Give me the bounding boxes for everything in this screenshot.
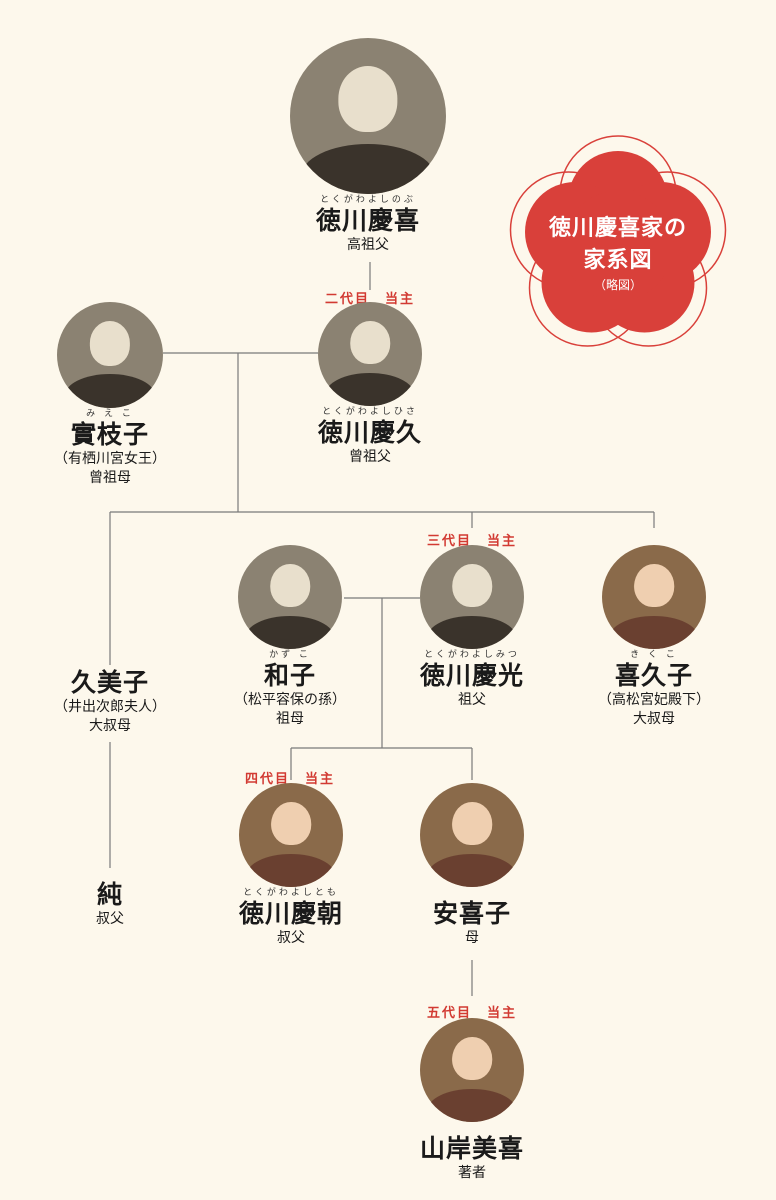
name-yoshimitsu: 徳川慶光 (419, 661, 524, 690)
person-mieko: み え こ 實枝子 （有栖川宮女王） 曾祖母 (0, 302, 220, 488)
role-yoshihisa: 曾祖父 (349, 449, 391, 465)
ruby-yoshimitsu: とくがわよしみつ (424, 650, 520, 660)
portrait-kikuko (602, 545, 706, 649)
note-kazuko: （松平容保の孫） (234, 692, 346, 708)
person-kikuko: き く こ 喜久子 （高松宮妃殿下） 大叔母 (544, 545, 764, 729)
title-badge-text: 徳川慶喜家の 家系図 （略図） (500, 212, 736, 294)
note-kikuko: （高松宮妃殿下） (598, 692, 710, 708)
title-badge (509, 135, 727, 347)
person-kazuko: かず こ 和子 （松平容保の孫） 祖母 (180, 545, 400, 729)
note-mieko: （有栖川宮女王） (54, 451, 166, 467)
person-akiko: 安喜子 母 (362, 783, 582, 948)
person-miki: 山岸美喜 著者 (362, 1018, 582, 1183)
person-yoshinobu: とくがわよしのぶ 徳川慶喜 高祖父 (258, 38, 478, 255)
role-jun: 叔父 (96, 911, 124, 927)
name-akiko: 安喜子 (432, 899, 511, 928)
portrait-akiko (420, 783, 524, 887)
portrait-yoshitomo (239, 783, 343, 887)
role-miki: 著者 (458, 1165, 486, 1181)
name-yoshitomo: 徳川慶朝 (238, 899, 343, 928)
name-yoshihisa: 徳川慶久 (317, 418, 422, 447)
person-kumiko: 久美子 （井出次郎夫人） 大叔母 (0, 668, 220, 736)
name-kikuko: 喜久子 (614, 661, 693, 690)
portrait-miki (420, 1018, 524, 1122)
badge-title-line2: 家系図 (583, 247, 653, 273)
person-yoshimitsu: とくがわよしみつ 徳川慶光 祖父 (362, 545, 582, 710)
person-yoshitomo: とくがわよしとも 徳川慶朝 叔父 (181, 783, 401, 948)
role-akiko: 母 (465, 930, 479, 946)
portrait-mieko (57, 302, 163, 408)
role-mieko: 曾祖母 (89, 470, 131, 486)
note-kumiko: （井出次郎夫人） (54, 699, 166, 715)
portrait-yoshimitsu (420, 545, 524, 649)
badge-title-line1: 徳川慶喜家の (548, 215, 687, 241)
ruby-kazuko: かず こ (269, 650, 311, 660)
ruby-yoshihisa: とくがわよしひさ (322, 407, 418, 417)
role-yoshinobu: 高祖父 (347, 237, 389, 253)
role-kazuko: 祖母 (276, 711, 304, 727)
ruby-akiko-spacer (362, 887, 582, 899)
name-yoshinobu: 徳川慶喜 (315, 206, 420, 235)
role-kumiko: 大叔母 (89, 718, 131, 734)
role-yoshimitsu: 祖父 (458, 692, 486, 708)
name-miki: 山岸美喜 (419, 1134, 524, 1163)
name-jun: 純 (96, 880, 123, 909)
name-mieko: 實枝子 (70, 420, 149, 449)
ruby-yoshitomo: とくがわよしとも (243, 888, 339, 898)
name-kumiko: 久美子 (70, 668, 149, 697)
gen-label-4th: 四代目 当主 (244, 772, 335, 787)
portrait-yoshihisa (318, 302, 422, 406)
ruby-mieko: み え こ (86, 409, 134, 419)
gen-label-5th: 五代目 当主 (426, 1006, 517, 1021)
gen-label-2nd: 二代目 当主 (324, 292, 415, 307)
portrait-kazuko (238, 545, 342, 649)
ruby-kikuko: き く こ (630, 650, 678, 660)
ruby-miki-spacer (362, 1122, 582, 1134)
ruby-yoshinobu: とくがわよしのぶ (320, 195, 416, 205)
gen-label-3rd: 三代目 当主 (426, 534, 517, 549)
portrait-yoshinobu (290, 38, 446, 194)
role-yoshitomo: 叔父 (277, 930, 305, 946)
badge-subtitle: （略図） (593, 278, 642, 292)
person-jun: 純 叔父 (0, 880, 220, 929)
person-yoshihisa: とくがわよしひさ 徳川慶久 曾祖父 (260, 302, 480, 467)
role-kikuko: 大叔母 (633, 711, 675, 727)
name-kazuko: 和子 (263, 661, 316, 690)
